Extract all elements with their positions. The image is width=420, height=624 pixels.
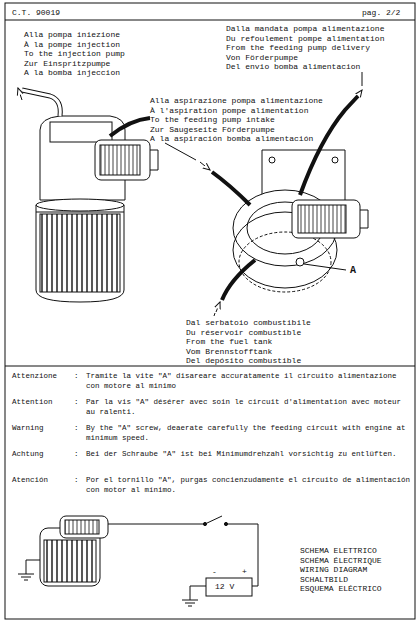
- callout-text: Du refoulement pompe alimentation: [226, 34, 384, 44]
- warning-text: Bei der Schraube "A" ist bei Minimumdreh…: [86, 450, 412, 460]
- callout-text: From the fuel tank: [186, 337, 272, 347]
- callout-text: À l'aspiration pompe alimentation: [150, 106, 308, 116]
- warning-text: Tramite la vite "A" disareare accuratame…: [86, 372, 412, 391]
- diagram-title: SCHÉMA ÉLECTRIQUE: [300, 556, 382, 566]
- warning-text: By the "A" screw, deaerate carefully the…: [86, 424, 412, 443]
- battery-terminal: -: [212, 567, 217, 577]
- callout-text: Zur Einspritzpumpe: [24, 59, 110, 69]
- warning-colon: :: [74, 398, 79, 408]
- callout-text: Du réservoir combustible: [186, 328, 301, 338]
- callout-text: A la bomba injeccion: [24, 68, 120, 78]
- diagram-title: SCHEMA ELETTRICO: [300, 546, 377, 556]
- warning-colon: :: [74, 476, 79, 486]
- warning-colon: :: [74, 450, 79, 460]
- diagram-title: ESQUEMA ELÉCTRICO: [300, 584, 382, 594]
- callout-text: Del envio bomba alimentacion: [226, 62, 360, 72]
- callout-text: Alla aspirazione pompa alimentazione: [150, 96, 323, 106]
- warning-heading: Attention: [12, 398, 53, 408]
- diagram-title: SCHALTBILD: [300, 575, 348, 585]
- wiring-diagram: [18, 516, 258, 606]
- doc-code: C.T. 90019: [12, 8, 60, 18]
- callout-text: A la aspiración bomba alimentación: [150, 134, 313, 144]
- callout-text: Vom Brennstofftank: [186, 347, 272, 357]
- callout-text: À la pompe injection: [24, 40, 120, 50]
- warning-heading: Attenzione: [12, 372, 57, 382]
- diagram-title: WIRING DIAGRAM: [300, 565, 367, 575]
- battery-terminal: +: [242, 567, 247, 577]
- callout-text: To the feeding pump intake: [150, 115, 275, 125]
- warning-text: Par la vis "A" désérer avec soin le circ…: [86, 398, 412, 417]
- warning-text: Por el tornillo "A", purgas concienzudam…: [86, 476, 412, 495]
- callout-text: To the injection pump: [24, 49, 125, 59]
- warning-heading: Atención: [12, 476, 48, 486]
- warning-heading: Achtung: [12, 450, 44, 460]
- callout-text: Dal serbatoio combustibile: [186, 318, 311, 328]
- warning-colon: :: [74, 424, 79, 434]
- callout-letter: A: [350, 266, 356, 276]
- callout-text: Del depósito combustible: [186, 356, 301, 366]
- callout-text: Zur Saugeseite Förderpumpe: [150, 125, 275, 135]
- callout-text: Alla pompa iniezione: [24, 30, 120, 40]
- callout-text: From the feeding pump delivery: [226, 43, 370, 53]
- callout-text: Dalla mandata pompa alimentazione: [226, 24, 384, 34]
- battery-voltage: 12 V: [215, 582, 234, 592]
- left-filter: [18, 88, 158, 302]
- callout-text: Von Förderpumpe: [226, 53, 298, 63]
- warning-colon: :: [74, 372, 79, 382]
- warning-heading: Warning: [12, 424, 44, 434]
- page-number: pag. 2/2: [362, 8, 400, 18]
